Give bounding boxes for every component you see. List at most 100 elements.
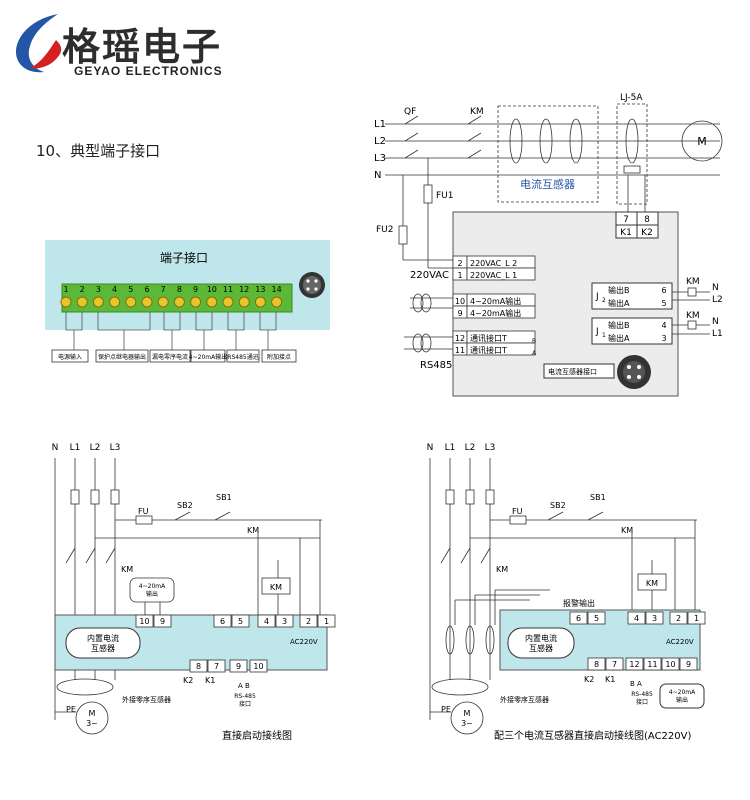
ba-label: B A [630,680,642,688]
terminal-box [189,659,208,673]
fu1-label: FU1 [436,191,454,201]
terminal-box [135,614,154,628]
terminal-number: 7 [161,285,166,294]
terminal-row-number: 10 [455,297,465,306]
ma-box-label: 输出 [676,696,688,704]
terminal-box [587,657,606,671]
right-label: KM [686,277,700,287]
terminal-number: 7 [612,660,617,669]
terminal-row-text: 4~20mA输出 [470,296,521,306]
terminal-box [679,657,698,671]
terminal-box [299,614,318,628]
terminal-number: 4 [112,285,117,294]
right-label: N [712,317,719,327]
sb2-label: SB2 [177,501,193,510]
pe-label: PE [66,705,76,714]
terminal-number: 13 [255,285,265,294]
terminal-box [669,611,688,625]
sb1-label: SB1 [590,493,606,502]
terminal-row-text: 4~20mA输出 [470,308,521,318]
terminal-number: 10 [253,662,263,671]
terminal-number: 10 [139,617,149,626]
terminal-row-text: 通讯接口T [470,333,507,343]
terminal-screw [60,296,72,308]
k-terminal-label: K1 [620,228,632,238]
terminal-box [687,611,706,625]
terminal-screw [271,296,283,308]
ct-port-label: 电流互感器接口 [548,367,597,376]
sb1-label: SB1 [216,493,232,502]
right-label: L2 [712,295,723,305]
right-label: KM [686,311,700,321]
rs485-label: RS485 [420,360,452,371]
terminal-number: 6 [144,285,149,294]
inner-ct-right [507,627,575,659]
relay-output-a: 输出A [608,298,630,308]
km-label: KM [621,526,633,535]
terminal-number: 9 [686,660,691,669]
terminal-number: 12 [239,285,249,294]
k2-label: K2 [183,676,193,685]
terminal-screw [190,296,202,308]
line-label: L3 [374,153,386,164]
terminal-group-box [51,349,89,363]
motor-label: M [464,709,471,718]
rs485-box-label: RS-485 [234,693,256,700]
relay-label-sub: 2 [602,297,606,304]
terminal-number: 6 [576,614,581,623]
line-label: L2 [374,136,386,147]
terminal-number: 4 [264,617,269,626]
terminal-number: 1 [63,285,68,294]
terminal-group-label: 保护点继电器输出 [98,353,146,361]
ma-box-label: 4~20mA [139,583,166,590]
line-label: L3 [485,443,496,453]
terminal-group-box [149,349,191,363]
terminal-box [207,659,226,673]
terminal-row-number: 11 [455,346,465,355]
k-terminal-number: 7 [623,215,629,225]
terminal-number: 2 [676,614,681,623]
terminal-screw [109,296,121,308]
relay-num-a: 3 [661,334,666,343]
terminal-number: 2 [306,617,311,626]
fu2-label: FU2 [376,225,394,235]
right-label: L1 [712,329,723,339]
terminal-number: 5 [594,614,599,623]
inner-ct-label: 互感器 [529,643,553,653]
relay-label: J [595,327,599,337]
terminal-row-number: 2 [457,259,462,268]
terminal-screw [125,296,137,308]
terminal-number: 8 [196,662,201,671]
terminal-box [317,614,336,628]
terminal-box [643,657,662,671]
inner-ct-label: 互感器 [91,643,115,653]
diagram-right [429,458,697,735]
right-label: N [712,283,719,293]
terminal-screw [76,296,88,308]
pe-label: PE [441,705,451,714]
vac-label: 220VAC [410,270,449,281]
rs485-box-label: 接口 [239,700,251,708]
relay-label-sub: 1 [602,332,606,339]
terminal-panel-title: 端子接口 [160,250,208,265]
terminal-row-number: 9 [457,309,462,318]
caption-right: 配三个电流互感器直接启动接线图(AC220V) [494,729,691,742]
k-terminal-number: 8 [644,215,650,225]
terminal-box [257,614,276,628]
terminal-screw [206,296,218,308]
terminal-number: 3 [652,614,657,623]
terminal-number: 11 [223,285,233,294]
km-box-label: KM [270,583,282,592]
terminal-group-label: 4~20mA输出 [189,353,227,361]
terminal-group-label: 漏电零序电流 [152,353,188,361]
terminal-number: 9 [236,662,241,671]
terminal-group-box [261,349,297,363]
line-label: N [374,170,381,181]
terminal-box [661,657,680,671]
